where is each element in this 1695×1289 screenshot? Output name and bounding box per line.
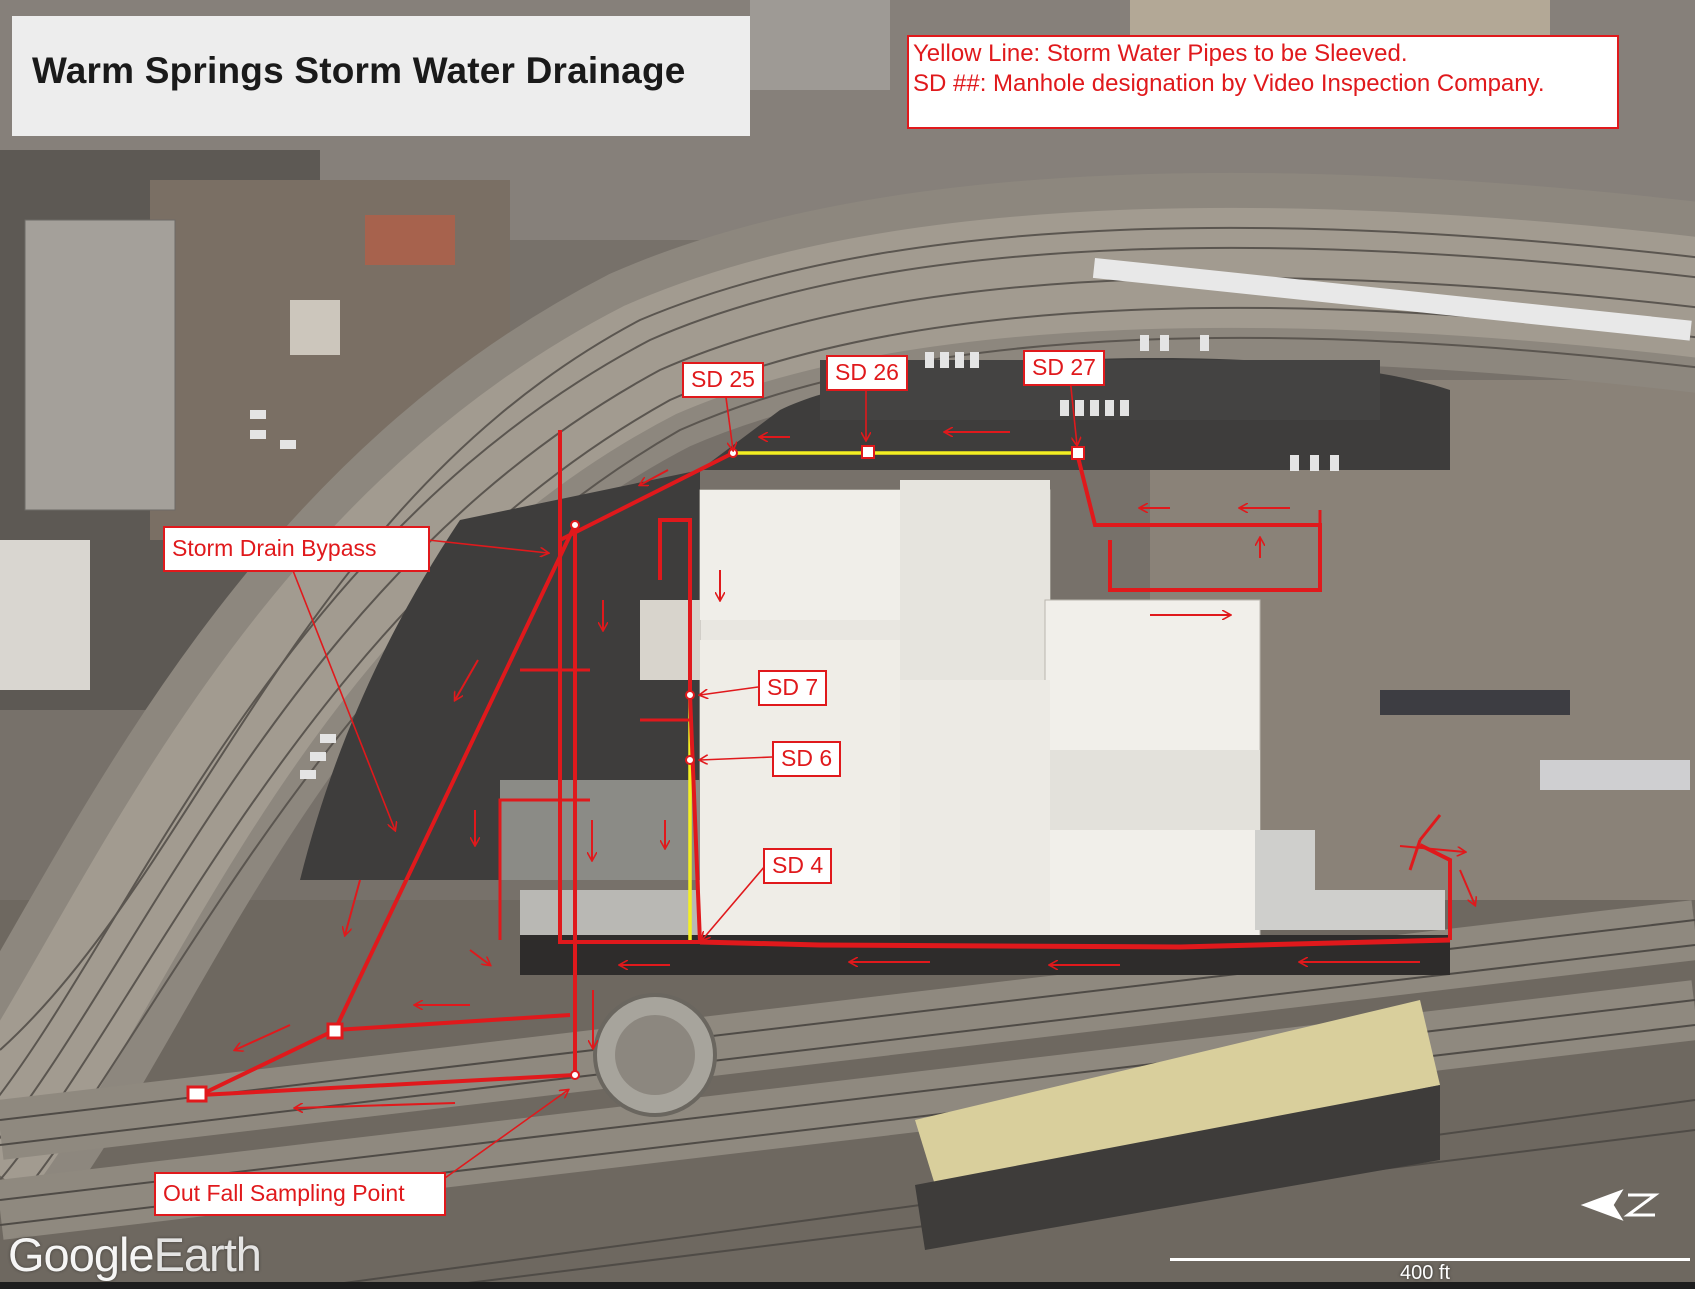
scale-bar: [1170, 1258, 1690, 1261]
label-sd-26[interactable]: SD 26: [826, 355, 908, 391]
compass-icon: [1580, 1189, 1660, 1221]
label-out-fall-sampling-point[interactable]: Out Fall Sampling Point: [154, 1172, 446, 1216]
label-sd-25[interactable]: SD 25: [682, 362, 764, 398]
south-shed: [593, 993, 1440, 1250]
label-sd-27[interactable]: SD 27: [1023, 350, 1105, 386]
parked-cars: [250, 335, 1339, 779]
label-leaders: [289, 377, 1077, 1179]
storm-drain-network: [186, 430, 1475, 1108]
legend-line-sleeve: Yellow Line: Storm Water Pipes to be Sle…: [913, 40, 1408, 67]
scale-label: 400 ft: [1400, 1262, 1451, 1284]
page-title: Warm Springs Storm Water Drainage: [32, 50, 686, 91]
label-sd-6[interactable]: SD 6: [772, 741, 842, 777]
bottom-strip: [0, 1282, 1695, 1289]
google-earth-logo: GoogleEarth: [8, 1228, 262, 1281]
legend-box: Yellow Line: Storm Water Pipes to be Sle…: [907, 35, 1619, 129]
label-sd-4[interactable]: SD 4: [763, 848, 833, 884]
title-panel: Warm Springs Storm Water Drainage: [12, 16, 750, 136]
label-storm-drain-bypass[interactable]: Storm Drain Bypass: [163, 526, 430, 572]
legend-line-manhole: SD ##: Manhole designation by Video Insp…: [913, 70, 1545, 97]
label-sd-7[interactable]: SD 7: [758, 670, 828, 706]
